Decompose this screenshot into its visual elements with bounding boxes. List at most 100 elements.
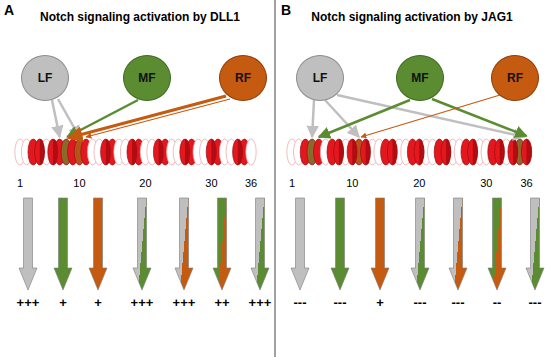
somite-half [185,139,190,165]
source-circle: MF [123,55,171,101]
source-label: LF [38,71,53,85]
somite-half [500,139,505,165]
activation-score: +++ [17,296,40,310]
activation-score: --- [414,296,427,310]
somite [127,139,137,165]
activation-score: + [94,296,102,310]
outcome-arrow [19,198,37,290]
source-label: RF [507,71,523,85]
source-label: RF [235,71,251,85]
somite-half [393,139,398,165]
signal-arrow [68,96,226,138]
somite [48,139,58,165]
panel-title: Notch signaling activation by DLL1 [40,11,240,24]
outcome-arrow [331,198,349,290]
somite-half [446,139,451,165]
source-circle: LF [296,55,344,101]
activation-score: --- [294,296,307,310]
activation-score: +++ [249,296,272,310]
somite-number: 20 [139,177,151,189]
outcome-arrows [291,198,544,290]
somite [361,139,371,165]
activation-score: + [59,296,67,310]
somite [508,139,518,165]
somite [414,139,424,165]
somite-half [53,139,58,165]
somite [153,139,163,165]
signal-arrow [86,99,230,137]
outcome-arrow [449,198,467,290]
source-label: MF [411,71,428,85]
somite-number: 30 [205,177,217,189]
somite-half [238,139,243,165]
somite-number: 1 [17,177,23,189]
outcome-arrow [175,198,193,290]
outcome-arrow [291,198,309,290]
signal-arrows [52,95,527,138]
signal-arrow [361,95,500,137]
somite-number: 10 [346,177,358,189]
signal-arrow [337,95,525,137]
activation-score: -- [493,296,502,310]
signal-arrow [52,100,60,137]
signal-arrow [432,99,527,136]
activation-score: ++ [214,296,229,310]
outcome-arrow [251,198,269,290]
panel-letter: A [4,3,14,18]
outcome-arrow [133,198,151,290]
somite [35,139,45,165]
somite-row [287,139,532,165]
activation-score: --- [529,296,542,310]
somite [495,139,505,165]
somite [101,139,111,165]
somite-half [339,139,344,165]
outcome-arrow [488,198,506,290]
signal-arrow [67,100,138,137]
somite-half [211,139,216,165]
outcome-arrows [19,198,269,290]
somite-number: 36 [245,177,257,189]
somite-half [366,139,371,165]
somite [180,139,190,165]
activation-score: + [376,296,384,310]
somite [246,139,256,165]
source-circle: RF [491,55,539,101]
somite-half [419,139,424,165]
somite [233,139,243,165]
somite [347,139,357,165]
activation-score: +++ [131,296,154,310]
somite-half [40,139,45,165]
somite [468,139,478,165]
somite [441,139,451,165]
activation-score: --- [334,296,347,310]
somite-row [15,139,256,165]
somite [387,139,397,165]
somite-half [527,139,532,165]
source-circle: LF [21,55,69,101]
outcome-arrow [371,198,389,290]
somite [206,139,216,165]
outcome-arrow [411,198,429,290]
signal-arrow [319,100,410,137]
somite-number: 36 [520,177,532,189]
somite-number: 20 [413,177,425,189]
panel-title: Notch signaling activation by JAG1 [311,11,512,24]
source-circle: MF [396,55,444,101]
somite [521,139,531,165]
source-label: LF [313,71,328,85]
outcome-arrow [54,198,72,290]
somite-half [132,139,137,165]
outcome-arrow [526,198,544,290]
somite-half [473,139,478,165]
outcome-arrow [213,198,231,290]
somite-number: 10 [73,177,85,189]
source-circle: RF [219,55,267,101]
outcome-arrow [89,198,107,290]
activation-score: --- [452,296,465,310]
signal-arrow [312,100,314,137]
activation-score: +++ [173,296,196,310]
somite-half [106,139,111,165]
somite [334,139,344,165]
somite-half [513,139,518,165]
